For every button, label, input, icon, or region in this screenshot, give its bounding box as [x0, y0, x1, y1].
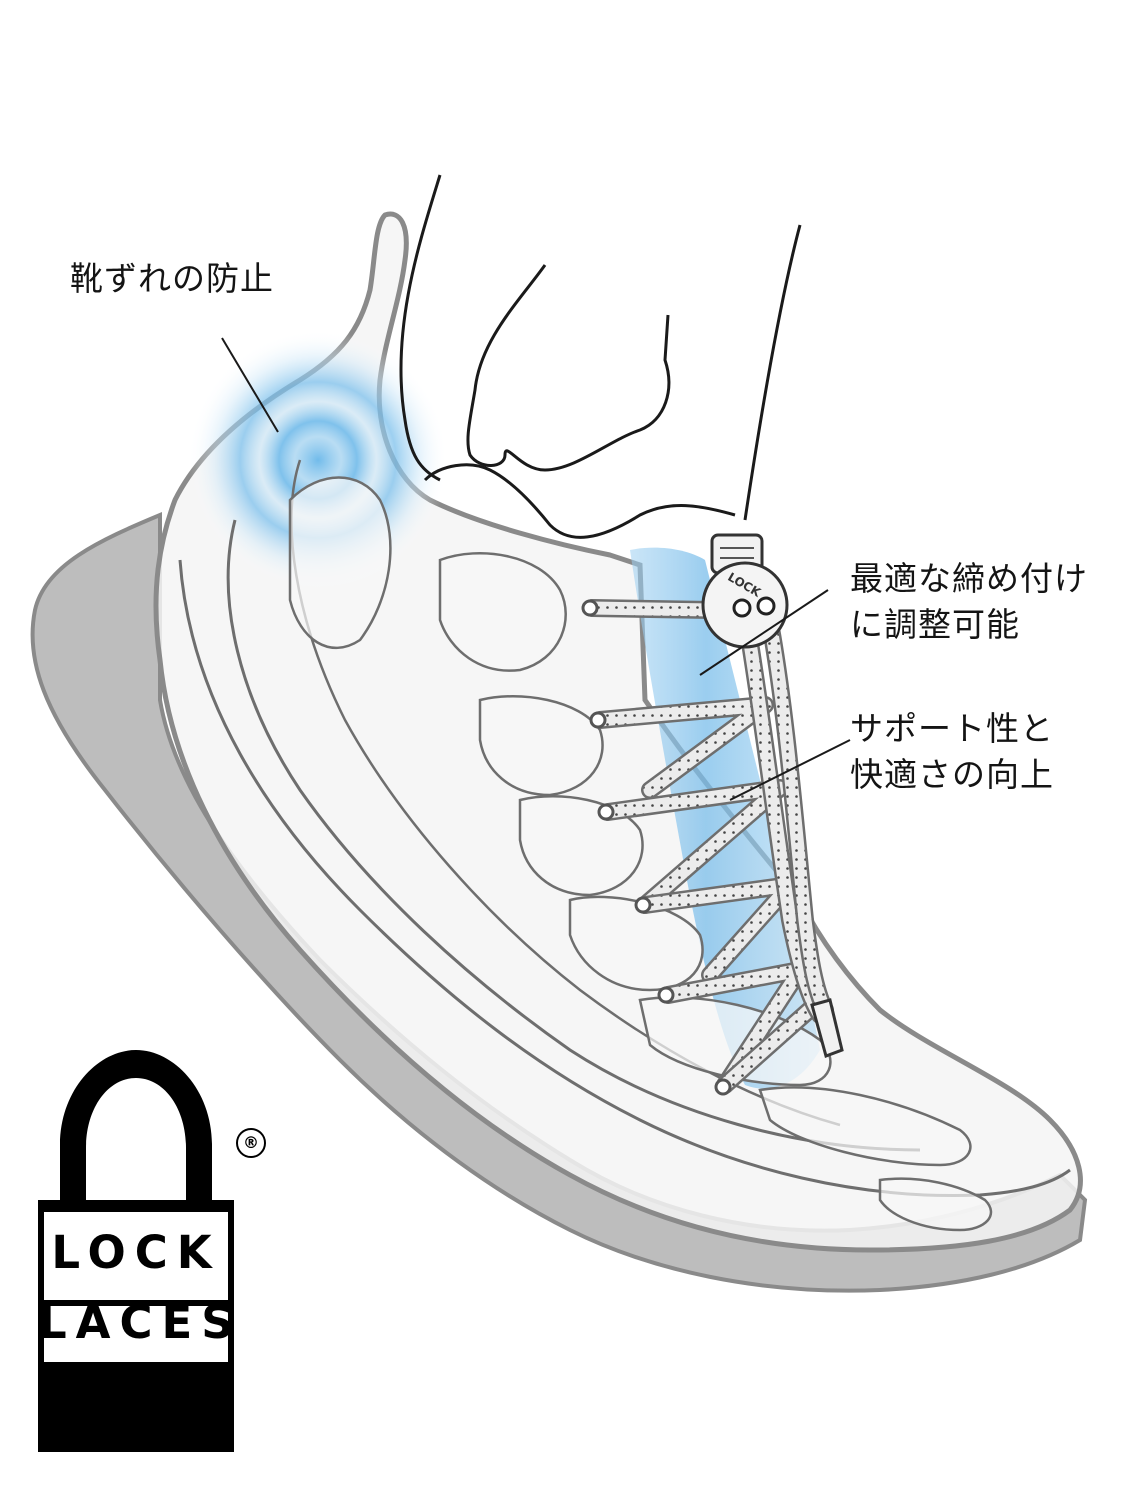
eyelet: [657, 986, 675, 1004]
eyelet: [589, 711, 607, 729]
eyelet: [597, 803, 615, 821]
callout-fit-line1: 最適な締め付け: [850, 559, 1088, 598]
ankle-bone-outline: [466, 264, 671, 472]
insole-inner-outline: [226, 519, 921, 1152]
callout-fit-leader: [699, 589, 829, 676]
lace-strand: [761, 605, 832, 1017]
callout-support-line1: サポート性と: [850, 709, 1054, 748]
eyelet: [714, 1078, 732, 1096]
logo-word-lock: LOCK: [51, 1226, 221, 1279]
logo-word-laces: LACES: [38, 1296, 243, 1349]
lace-strand: [718, 998, 822, 1092]
leg-outline-back: [399, 174, 442, 482]
eyelet: [581, 599, 599, 617]
callout-support-leader: [729, 739, 851, 801]
callout-blister-prevention: 靴ずれの防止: [70, 256, 274, 302]
eyelet: [634, 896, 652, 914]
leg-outline-front: [743, 224, 802, 521]
laces: [581, 599, 844, 1096]
foot-bones: [288, 476, 993, 1232]
padlock-logo-icon: [38, 1050, 234, 1452]
lace-strand: [585, 601, 719, 617]
lace-end-cap: [810, 998, 844, 1058]
foot-top-outline: [423, 463, 736, 539]
callout-heel-leader: [221, 337, 279, 433]
callout-support-line2: 快適さの向上: [850, 755, 1054, 794]
lace-lock-toggle-icon: LOCK: [701, 533, 789, 649]
callout-heel-text: 靴ずれの防止: [70, 259, 274, 298]
callout-adjustable-fit: 最適な締め付け に調整可能: [850, 556, 1088, 648]
callout-support-comfort: サポート性と 快適さの向上: [850, 706, 1054, 798]
tongue-highlight: [630, 547, 820, 1089]
lock-laces-logo: LOCK LACES ®: [38, 1050, 288, 1470]
registered-mark: ®: [236, 1128, 266, 1158]
callout-fit-line2: に調整可能: [850, 605, 1020, 644]
insole-outline: [178, 559, 1071, 1198]
